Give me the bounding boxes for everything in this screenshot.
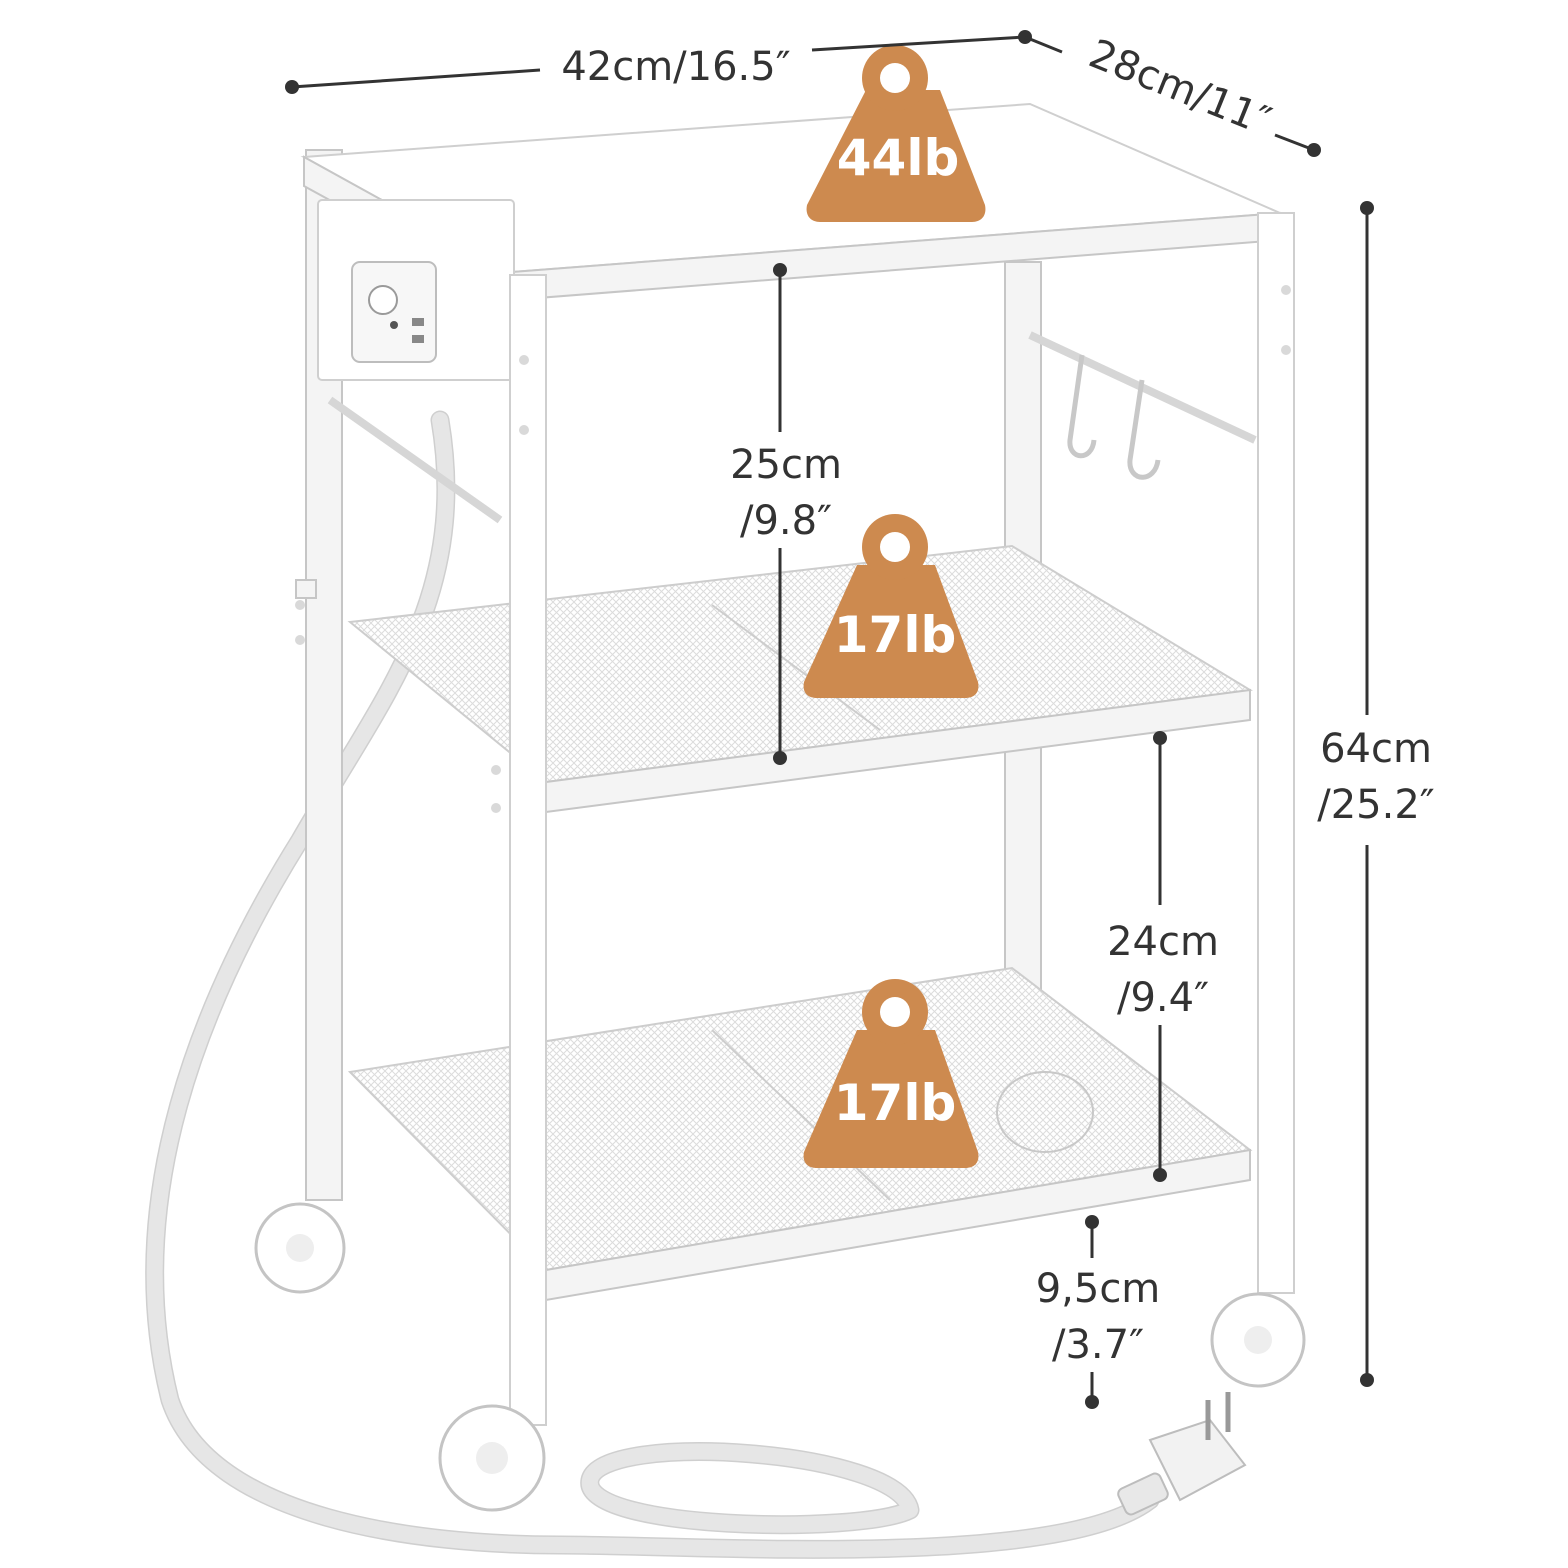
bottom-shelf [347, 966, 1253, 1302]
weight-label-bottom: 17lb [834, 1074, 957, 1132]
depth-label: 28cm/11″ [1083, 31, 1277, 145]
height-label-cm: 64cm [1320, 726, 1432, 772]
clearance-in: /3.7″ [1052, 1322, 1144, 1368]
clearance-cm: 9,5cm [1036, 1266, 1161, 1312]
wheel-icon [254, 1202, 1306, 1512]
weight-icon-bottom: 17lb [803, 979, 979, 1168]
shelf2-spacing-cm: 24cm [1107, 919, 1219, 965]
height-dimension: 64cm /25.2″ [1317, 201, 1435, 1387]
clearance-dimension: 9,5cm /3.7″ [1036, 1215, 1161, 1409]
height-label-in: /25.2″ [1317, 782, 1434, 828]
power-outlet-icon [368, 285, 398, 315]
weight-icon [803, 565, 979, 698]
weight-icon-top: 44lb [806, 45, 986, 222]
shelf1-spacing-cm: 25cm [730, 442, 842, 488]
weight-icon-middle: 17lb [803, 514, 979, 698]
shelf1-spacing-dimension: 25cm /9.8″ [730, 263, 842, 765]
weight-icon [803, 1030, 979, 1168]
weight-label-top: 44lb [837, 129, 960, 187]
shelf2-spacing-in: /9.4″ [1117, 975, 1209, 1021]
hook-icon [1067, 354, 1161, 480]
plug-icon [1117, 1392, 1247, 1516]
weight-icon [806, 90, 986, 222]
shelf1-spacing-in: /9.8″ [740, 498, 832, 544]
width-dimension: 42cm/16.5″ [285, 30, 1032, 94]
usb-port-icon [412, 318, 424, 326]
weight-label-middle: 17lb [834, 606, 957, 664]
middle-shelf [347, 544, 1253, 814]
power-cord [145, 410, 1160, 1559]
power-strip [317, 199, 515, 381]
width-label: 42cm/16.5″ [561, 44, 790, 90]
front-legs [295, 212, 1295, 1426]
shelf2-spacing-dimension: 24cm /9.4″ [1107, 731, 1219, 1182]
